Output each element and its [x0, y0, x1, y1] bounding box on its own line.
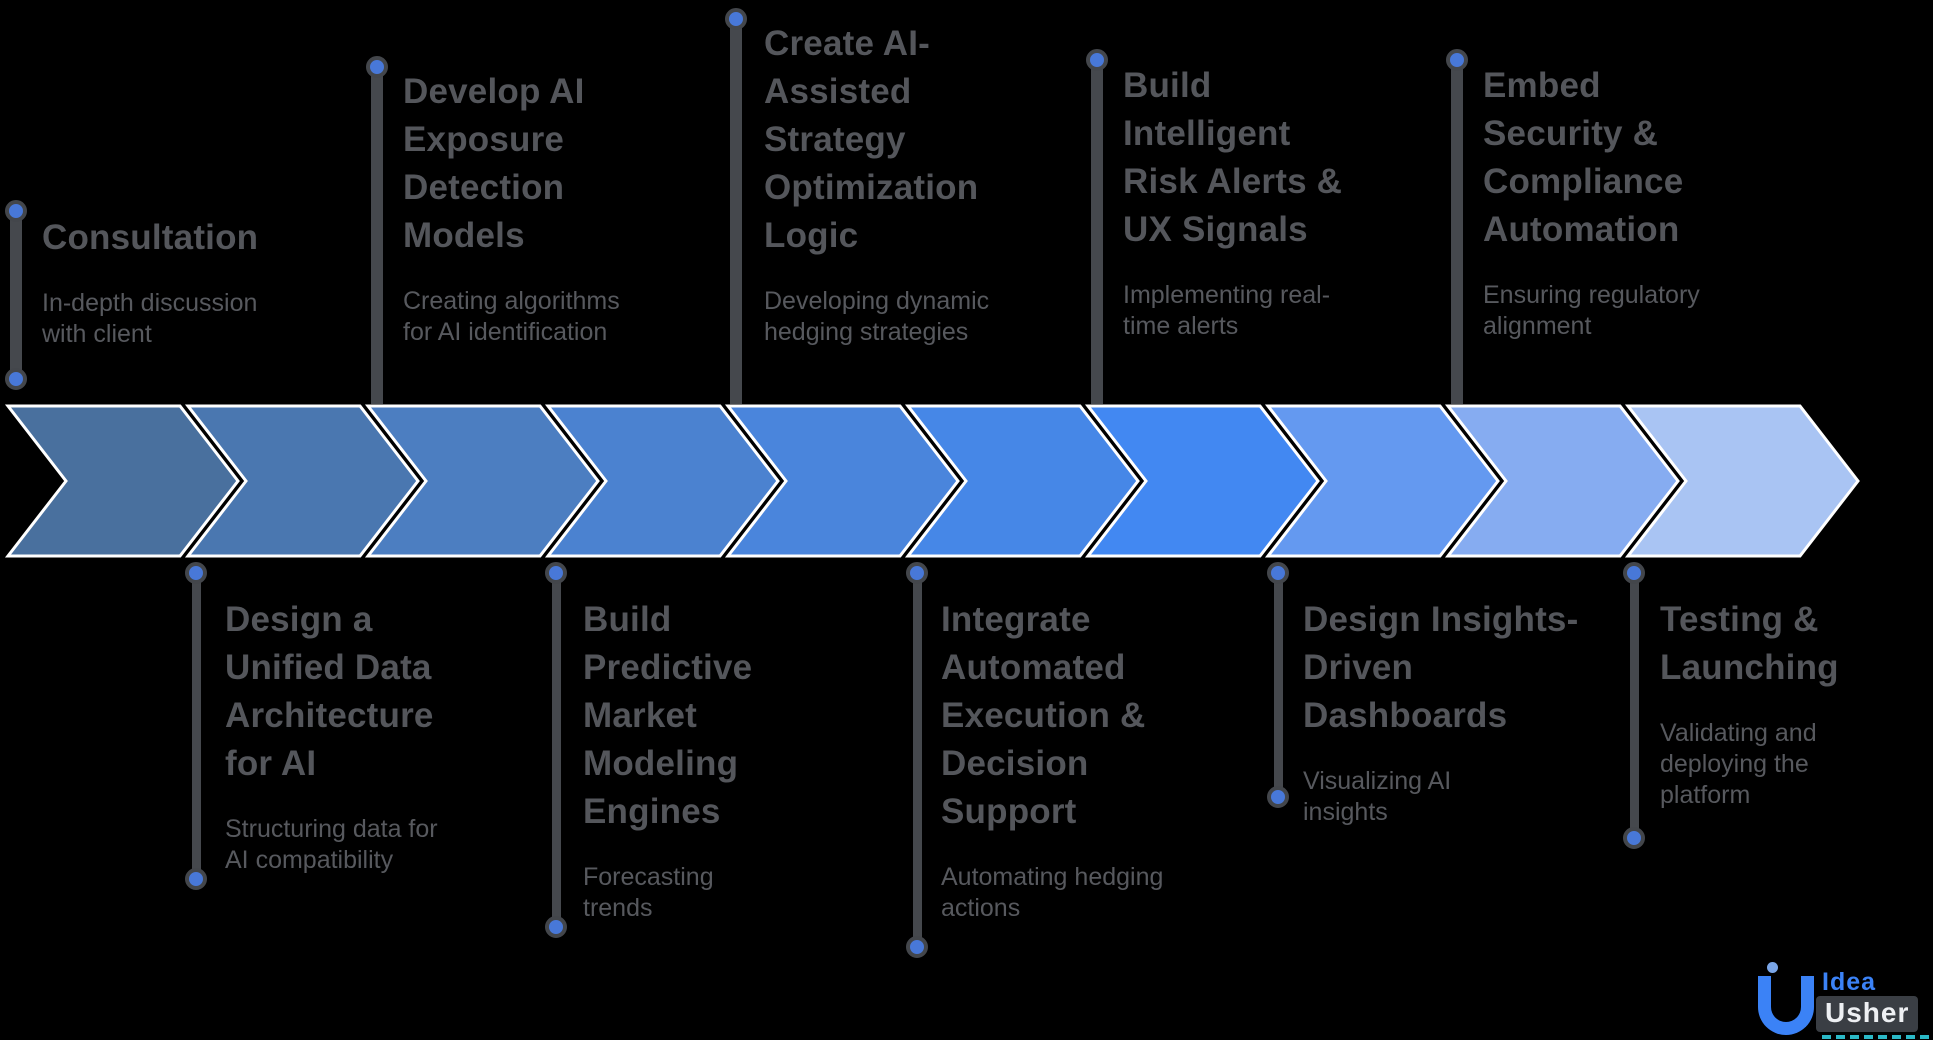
step-1: Consultation In-depth discussion with cl…	[42, 214, 282, 350]
chevron-arrow-8	[1264, 404, 1500, 558]
step-9-connector-line	[1274, 566, 1283, 802]
logo-text-usher: Usher	[1816, 996, 1919, 1032]
step-8-subtitle: Automating hedging actions	[941, 863, 1164, 922]
step-8-connector-line	[913, 566, 922, 952]
step-5-subtitle: Ensuring regulatory alignment	[1483, 281, 1700, 340]
chevron-arrow-3	[364, 404, 600, 558]
step-8-dot-top	[906, 562, 928, 584]
step-10-dot-top	[1623, 562, 1645, 584]
step-3-dot-top	[725, 8, 747, 30]
chevron-arrow-1	[4, 404, 240, 558]
step-4-connector-line	[1091, 53, 1103, 404]
idea-usher-logo: Idea Usher	[1756, 962, 1933, 1040]
step-10-dot-bottom	[1623, 827, 1645, 849]
step-9-dot-bottom	[1267, 786, 1289, 808]
step-10: Testing & Launching Validating and deplo…	[1660, 596, 1845, 811]
step-10-connector-line	[1630, 566, 1639, 843]
step-9-dot-top	[1267, 562, 1289, 584]
chevron-arrow-9	[1444, 404, 1680, 558]
step-2-connector-line	[371, 60, 383, 404]
step-9-title: Design Insights-Driven Dashboards	[1303, 600, 1579, 735]
chevron-arrow-5	[724, 404, 960, 558]
chevron-arrow-7	[1084, 404, 1320, 558]
logo-tagline-dashes	[1822, 1035, 1930, 1039]
step-6-title: Design a Unified Data Architecture for A…	[225, 600, 434, 783]
step-3-subtitle: Developing dynamic hedging strategies	[764, 287, 990, 346]
step-2-title: Develop AI Exposure Detection Models	[403, 72, 585, 255]
step-5-dot-top	[1446, 49, 1468, 71]
step-10-subtitle: Validating and deploying the platform	[1660, 719, 1817, 809]
logo-u-dot-icon	[1767, 962, 1778, 973]
step-1-title: Consultation	[42, 218, 259, 257]
step-2-subtitle: Creating algorithms for AI identificatio…	[403, 287, 620, 346]
step-4-subtitle: Implementing real-time alerts	[1123, 281, 1331, 340]
step-4-title: Build Intelligent Risk Alerts & UX Signa…	[1123, 66, 1343, 249]
step-3-connector-line	[730, 12, 742, 404]
logo-u-mark-icon	[1758, 962, 1814, 1035]
logo-text-idea: Idea	[1822, 968, 1877, 996]
step-7-connector-line	[552, 566, 561, 932]
step-8-title: Integrate Automated Execution & Decision…	[941, 600, 1146, 831]
step-5-connector-line	[1451, 53, 1463, 404]
step-5: Embed Security & Compliance Automation E…	[1483, 62, 1713, 342]
step-7-dot-bottom	[545, 916, 567, 938]
step-6: Design a Unified Data Architecture for A…	[225, 596, 455, 876]
step-6-dot-top	[185, 562, 207, 584]
step-7-title: Build Predictive Market Modeling Engines	[583, 600, 753, 831]
step-1-dot-top	[5, 200, 27, 222]
step-5-title: Embed Security & Compliance Automation	[1483, 66, 1684, 249]
step-4: Build Intelligent Risk Alerts & UX Signa…	[1123, 62, 1375, 342]
step-9-subtitle: Visualizing AI insights	[1303, 767, 1452, 826]
chevron-arrow-6	[904, 404, 1140, 558]
step-9: Design Insights-Driven Dashboards Visual…	[1303, 596, 1593, 828]
step-1-dot-bottom	[5, 368, 27, 390]
chevron-arrow-band	[4, 404, 1860, 558]
step-2: Develop AI Exposure Detection Models Cre…	[403, 68, 655, 348]
step-7-subtitle: Forecasting trends	[583, 863, 714, 922]
step-8-dot-bottom	[906, 936, 928, 958]
step-6-connector-line	[192, 566, 201, 884]
step-2-dot-top	[366, 56, 388, 78]
step-10-title: Testing & Launching	[1660, 600, 1839, 687]
step-3-title: Create AI-Assisted Strategy Optimization…	[764, 24, 979, 255]
step-7-dot-top	[545, 562, 567, 584]
chevron-arrow-10	[1624, 404, 1860, 558]
step-6-subtitle: Structuring data for AI compatibility	[225, 815, 438, 874]
step-7: Build Predictive Market Modeling Engines…	[583, 596, 758, 924]
step-8: Integrate Automated Execution & Decision…	[941, 596, 1171, 924]
step-6-dot-bottom	[185, 868, 207, 890]
chevron-arrow-2	[184, 404, 420, 558]
chevron-arrow-4	[544, 404, 780, 558]
step-4-dot-top	[1086, 49, 1108, 71]
step-1-subtitle: In-depth discussion with client	[42, 289, 258, 348]
step-3: Create AI-Assisted Strategy Optimization…	[764, 20, 1016, 348]
step-1-connector-line	[10, 204, 22, 388]
